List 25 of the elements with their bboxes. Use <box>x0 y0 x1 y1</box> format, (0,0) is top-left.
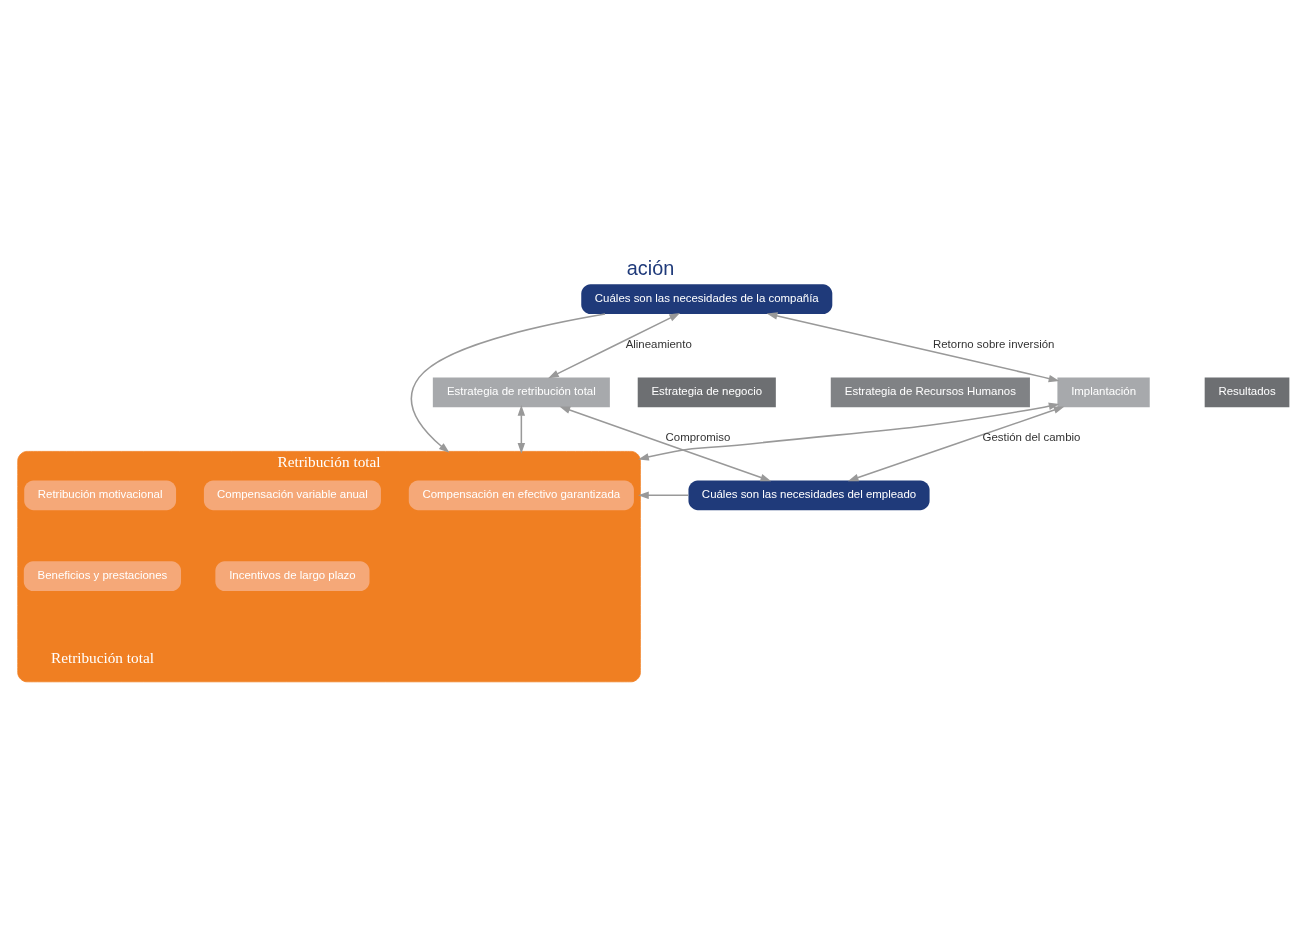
node-box: Estrategia de negocio <box>637 376 776 407</box>
edge-label: Compromiso <box>665 430 731 443</box>
node-box: Implantación <box>1057 376 1150 407</box>
arrow <box>548 312 681 378</box>
arrow <box>847 405 1065 481</box>
arrow <box>766 311 1060 382</box>
arrow <box>638 402 1060 461</box>
node-box: Retribución motivacional <box>24 479 177 510</box>
arrow <box>410 312 606 453</box>
arrow <box>517 404 526 454</box>
diagram-title: ación <box>626 256 675 279</box>
node-box: Resultados <box>1204 376 1290 407</box>
node-box: Compensación en efectivo garantizada <box>408 479 634 510</box>
edge-label: Gestión del cambio <box>982 430 1081 443</box>
node-box: Estrategia de retribución total <box>432 376 610 407</box>
node-box: Incentivos de largo plazo <box>215 560 370 591</box>
node-box: Cuáles son las necesidades de la compañía <box>581 283 833 314</box>
edge-label: Alineamiento <box>625 337 692 350</box>
edge-label: Retorno sobre inversión <box>932 337 1055 350</box>
arrow <box>559 405 772 481</box>
arrow <box>638 491 690 499</box>
node-box: Compensación variable anual <box>203 479 381 510</box>
node-box: Estrategia de Recursos Humanos <box>830 376 1030 407</box>
node-box: Beneficios y prestaciones <box>23 560 181 591</box>
node-box: Cuáles son las necesidades del empleado <box>688 479 930 510</box>
